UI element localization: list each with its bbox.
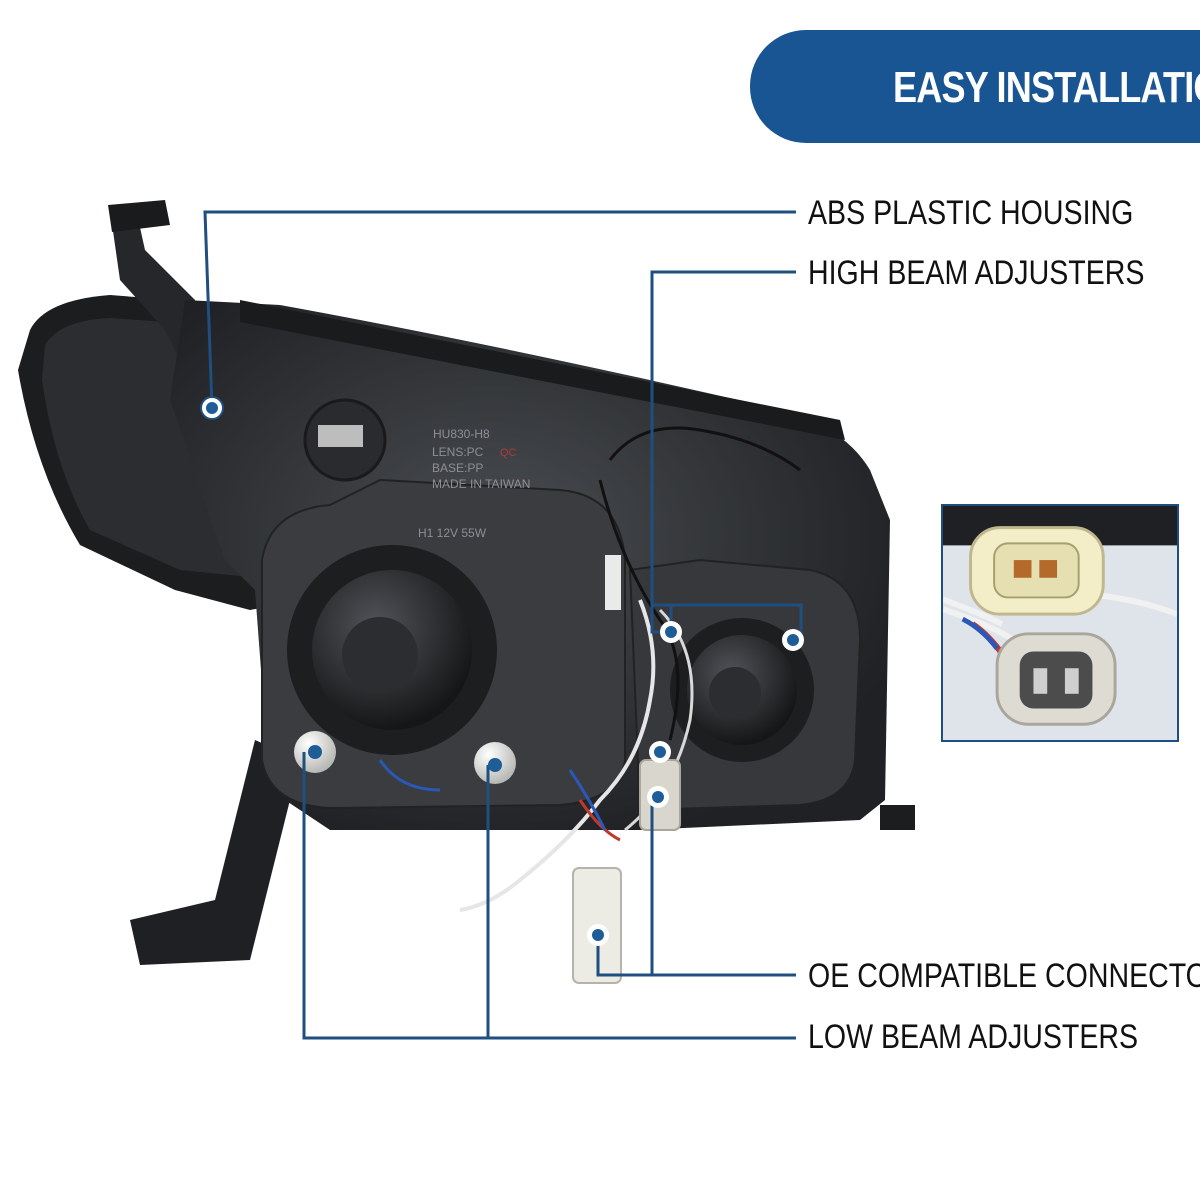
marking-bulb: H1 12V 55W	[418, 526, 487, 540]
title-banner	[750, 30, 1200, 143]
callout-low-beam-adjusters: LOW BEAM ADJUSTERS	[808, 1018, 1139, 1056]
callout-oe-compatible-connectors: OE COMPATIBLE CONNECTORS	[808, 957, 1200, 995]
marking-model: HU830-H8	[433, 427, 490, 441]
lower-bracket	[130, 740, 300, 965]
marking-origin: MADE IN TAIWAN	[432, 477, 530, 491]
connector-closeup-inset	[941, 504, 1179, 742]
marking-lens: LENS:PC	[432, 445, 484, 459]
callout-abs-plastic-housing: ABS PLASTIC HOUSING	[808, 194, 1134, 232]
callout-high-beam-adjusters: HIGH BEAM ADJUSTERS	[808, 254, 1145, 292]
marking-qc: QC	[500, 447, 517, 459]
connector-closeup-image	[943, 506, 1177, 740]
marking-base: BASE:PP	[432, 461, 483, 475]
callout-markers	[200, 396, 804, 946]
